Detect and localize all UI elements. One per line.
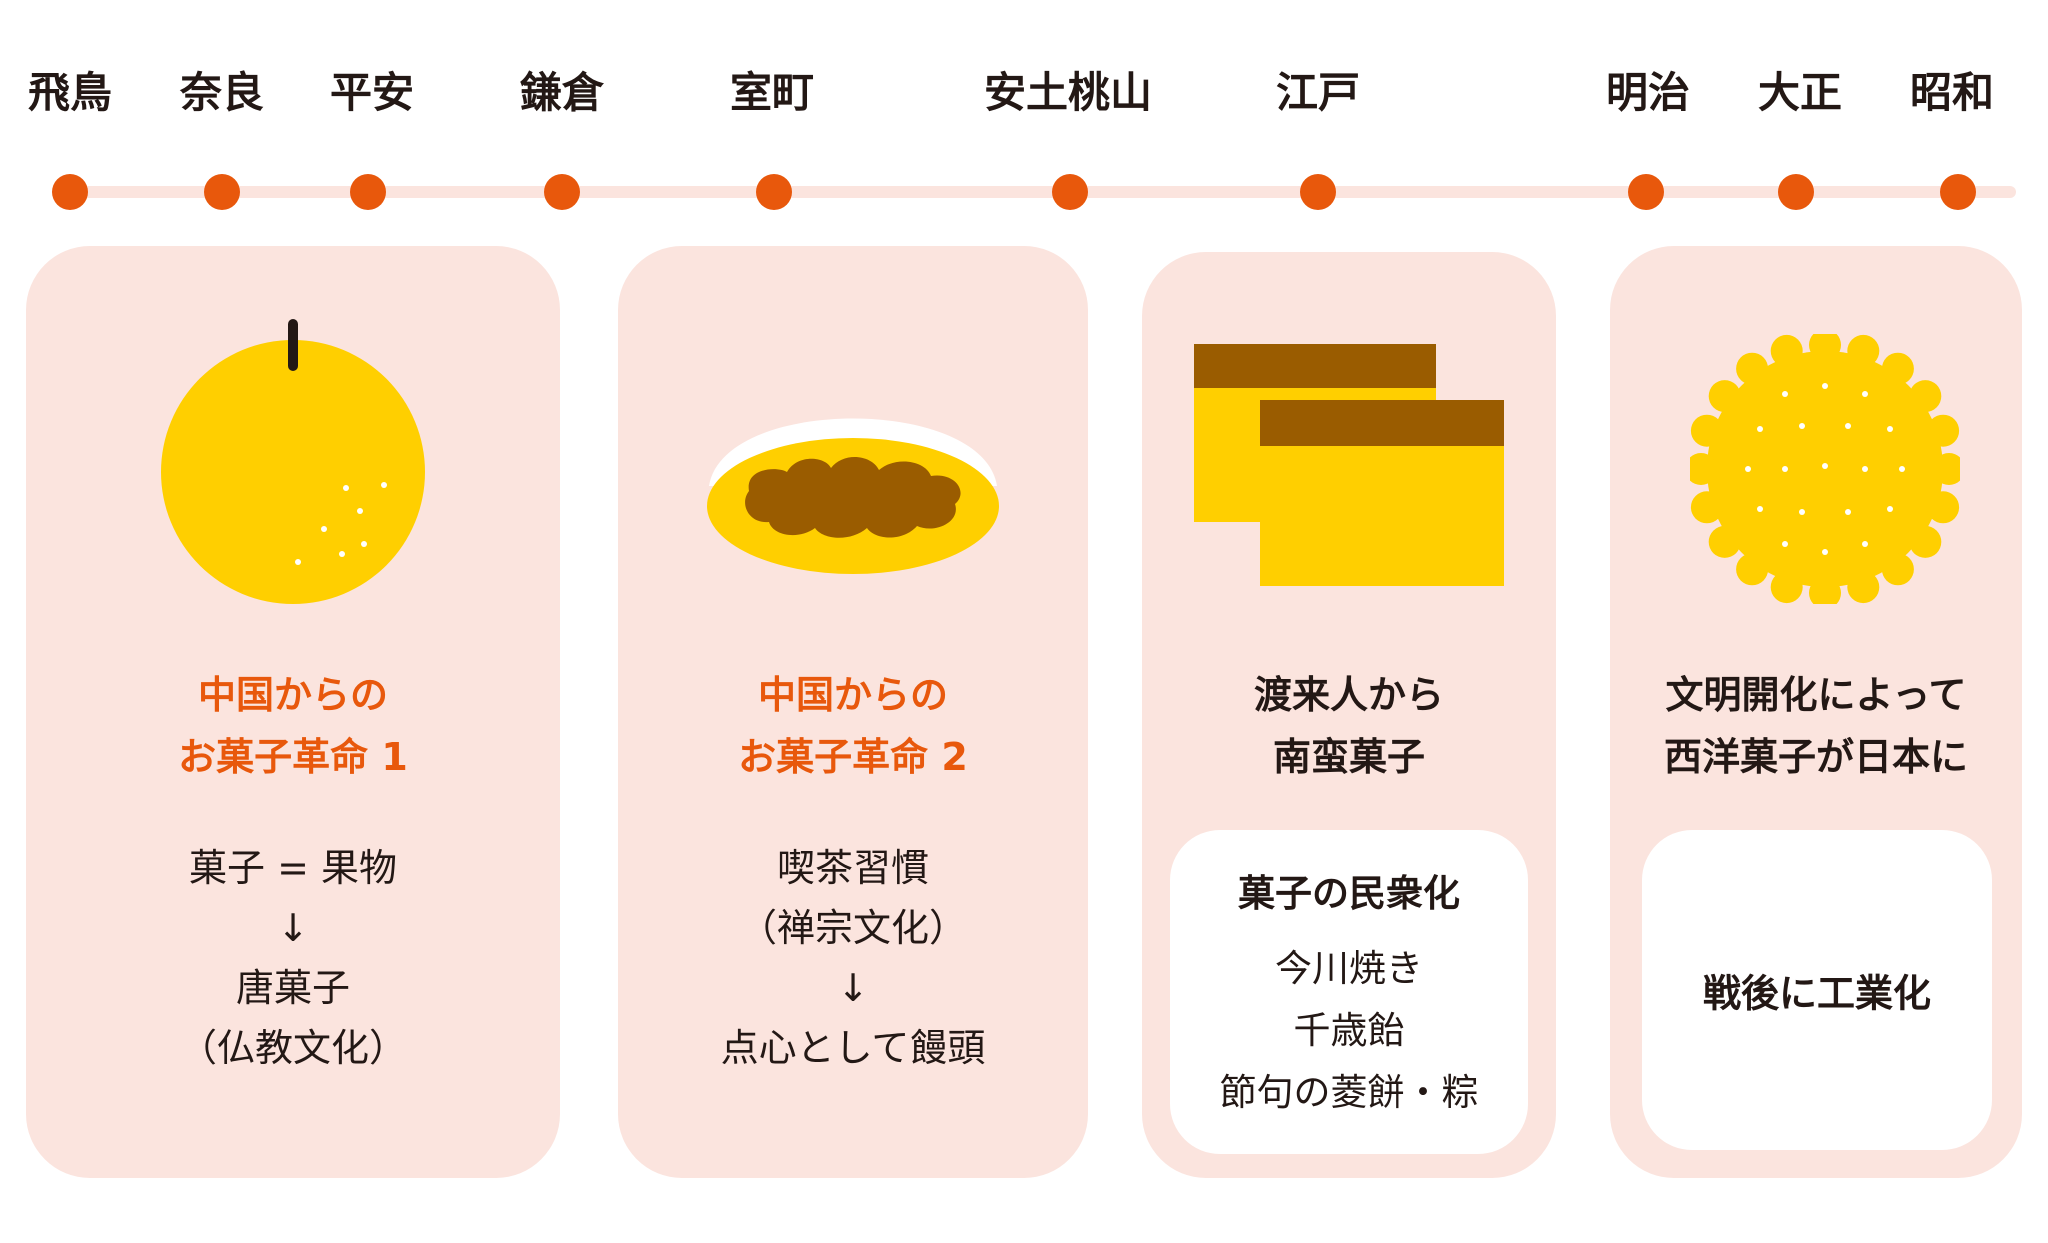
sub-box: 戦後に工業化 <box>1642 830 1992 1150</box>
sub-items: 今川焼き 千歳飴 節句の菱餅・粽 <box>1219 947 1479 1114</box>
card-title: 渡来人から 南蛮菓子 <box>1253 673 1444 779</box>
era-label-edo: 江戸 <box>1275 68 1361 117</box>
era-dot <box>544 174 580 210</box>
era-label-taisho: 大正 <box>1757 68 1843 117</box>
era-dot <box>1628 174 1664 210</box>
era-dot <box>1052 174 1088 210</box>
era-label-meiji: 明治 <box>1605 68 1691 117</box>
era-label-heian: 平安 <box>329 68 415 117</box>
era-dot <box>1778 174 1814 210</box>
era-card-meiji-showa: 文明開化によって 西洋菓子が日本に 戦後に工業化 <box>1610 246 2022 1178</box>
era-label-asuka: 飛鳥 <box>27 68 113 117</box>
era-dot <box>1940 174 1976 210</box>
card-title: 文明開化によって 西洋菓子が日本に <box>1663 673 1968 779</box>
manju-bun-icon <box>707 418 999 574</box>
yuzu-fruit-icon <box>161 319 425 604</box>
era-dot <box>1300 174 1336 210</box>
era-dot <box>204 174 240 210</box>
sub-text: 戦後に工業化 <box>1702 971 1931 1016</box>
era-card-azuchi-edo: 渡来人から 南蛮菓子 菓子の民衆化 今川焼き 千歳飴 節句の菱餅・粽 <box>1142 252 1556 1178</box>
card-body: 菓子 = 果物 ↓ 唐菓子 （仏教文化） <box>26 838 560 1078</box>
card-body: 喫茶習慣 （禅宗文化） ↓ 点心として饅頭 <box>618 838 1088 1078</box>
down-arrow-icon: ↓ <box>277 906 309 950</box>
era-label-kamakura: 鎌倉 <box>519 68 605 117</box>
era-label-nara: 奈良 <box>179 68 265 117</box>
castella-cake-icon <box>1194 344 1504 586</box>
biscuit-icon <box>1690 334 1960 604</box>
down-arrow-icon: ↓ <box>837 966 869 1010</box>
era-dot <box>350 174 386 210</box>
era-card-asuka-heian: 中国からの お菓子革命 1 菓子 = 果物 ↓ 唐菓子 （仏教文化） <box>26 246 560 1178</box>
card-title: 中国からの お菓子革命 1 <box>178 673 408 779</box>
era-label-muromachi: 室町 <box>729 68 815 117</box>
era-label-showa: 昭和 <box>1909 68 1995 117</box>
era-card-muromachi: 中国からの お菓子革命 2 喫茶習慣 （禅宗文化） ↓ 点心として饅頭 <box>618 246 1088 1178</box>
era-label-azuchi-momoyama: 安土桃山 <box>983 68 1153 117</box>
sub-title: 菓子の民衆化 <box>1238 872 1460 915</box>
era-dot <box>756 174 792 210</box>
era-dot <box>52 174 88 210</box>
sub-box: 菓子の民衆化 今川焼き 千歳飴 節句の菱餅・粽 <box>1170 830 1528 1154</box>
card-title: 中国からの お菓子革命 2 <box>738 673 968 779</box>
